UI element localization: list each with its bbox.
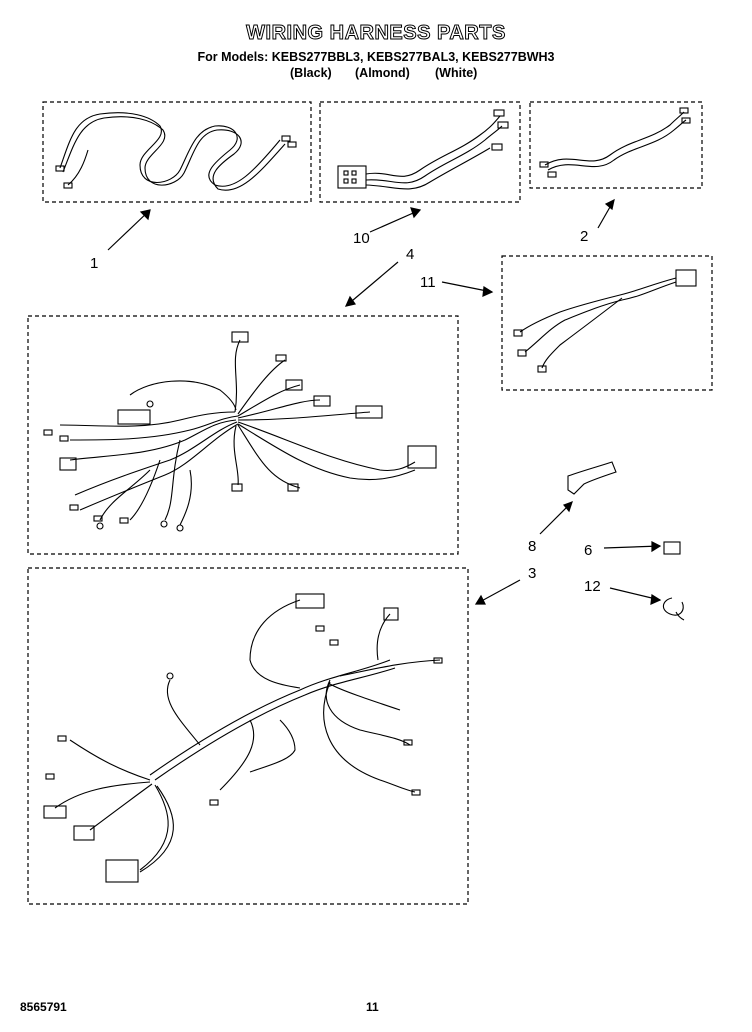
page-number: 11: [366, 1000, 379, 1014]
clip-part-6: [663, 541, 681, 555]
callout-11: 11: [420, 274, 436, 291]
harness-part-1: [55, 112, 297, 191]
bracket-part-8: [567, 461, 617, 495]
harness-part-10: [337, 109, 509, 190]
color-white: (White): [435, 66, 478, 80]
callout-3: 3: [528, 565, 537, 582]
page-title: WIRING HARNESS PARTS: [246, 22, 506, 45]
doc-number: 8565791: [20, 1000, 67, 1014]
harness-part-2: [539, 107, 691, 178]
callout-2: 2: [580, 228, 589, 245]
harness-part-11: [513, 269, 697, 373]
harness-part-3: [43, 593, 443, 883]
color-almond: (Almond): [355, 66, 410, 80]
callout-10: 10: [353, 230, 370, 247]
callout-1: 1: [90, 255, 99, 272]
callout-8: 8: [528, 538, 537, 555]
box-part-3: [27, 567, 469, 905]
models-line: For Models: KEBS277BBL3, KEBS277BAL3, KE…: [197, 50, 555, 64]
box-part-10: [319, 101, 521, 203]
small-parts: [567, 461, 685, 621]
box-part-4: [27, 315, 459, 555]
box-part-1: [42, 101, 312, 203]
leader-lines: [107, 198, 662, 605]
harness-part-4: [43, 331, 437, 532]
box-part-11: [501, 255, 713, 391]
callout-4: 4: [406, 246, 415, 263]
tie-part-12: [662, 597, 685, 621]
box-part-2: [529, 101, 703, 189]
color-black: (Black): [290, 66, 332, 80]
callout-12: 12: [584, 578, 601, 595]
callout-6: 6: [584, 542, 593, 559]
